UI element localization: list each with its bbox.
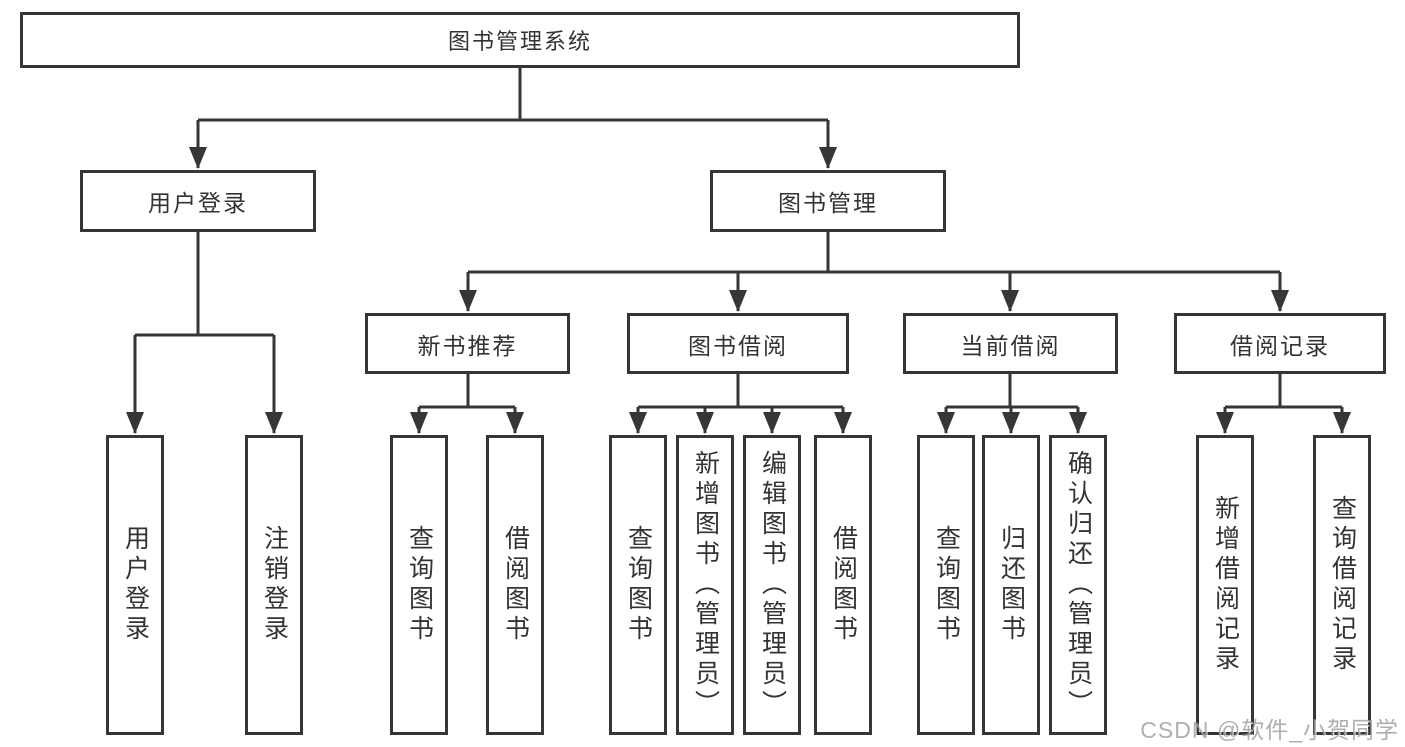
leaf-add-books-admin: 新增图书（管理员） [676, 435, 734, 735]
leaf-add-borrow-record: 新增借阅记录 [1196, 435, 1254, 735]
leaf-query-books-current: 查询图书 [917, 435, 975, 735]
leaf-logout: 注销登录 [245, 435, 303, 735]
leaf-return-books: 归还图书 [982, 435, 1040, 735]
node-book-management-module: 图书管理 [710, 170, 946, 232]
leaf-user-login: 用户登录 [106, 435, 164, 735]
tree-branch-lines [135, 68, 1342, 409]
leaf-query-books-recommend: 查询图书 [390, 435, 448, 735]
node-borrow-record: 借阅记录 [1174, 313, 1386, 374]
node-book-borrow: 图书借阅 [627, 313, 849, 374]
watermark: CSDN @软件_小贺同学 [1140, 717, 1399, 743]
node-user-login-module: 用户登录 [80, 170, 316, 232]
node-library-system: 图书管理系统 [20, 12, 1020, 68]
leaf-borrow-books: 借阅图书 [814, 435, 872, 735]
leaf-query-borrow-record: 查询借阅记录 [1313, 435, 1371, 735]
leaf-query-books-borrow: 查询图书 [609, 435, 667, 735]
leaf-confirm-return-admin: 确认归还（管理员） [1049, 435, 1107, 735]
leaf-borrow-books-recommend: 借阅图书 [486, 435, 544, 735]
node-new-book-recommend: 新书推荐 [365, 313, 570, 374]
leaf-edit-books-admin: 编辑图书（管理员） [743, 435, 801, 735]
node-current-borrow: 当前借阅 [903, 313, 1118, 374]
